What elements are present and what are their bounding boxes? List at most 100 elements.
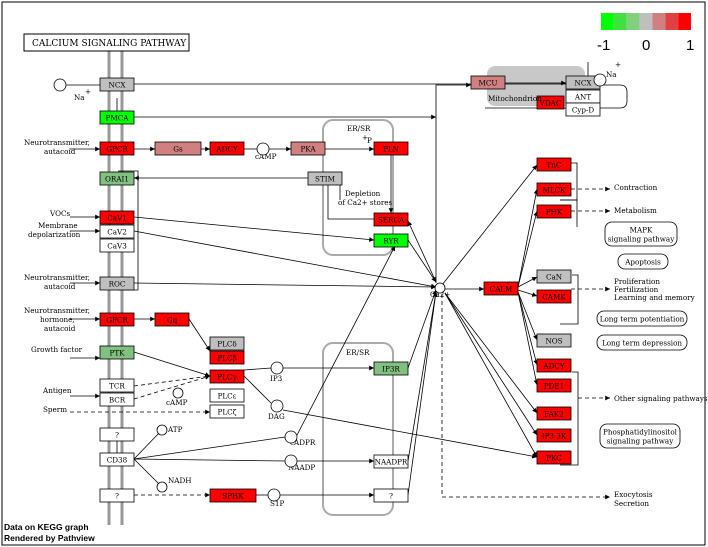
- diagram-label: Learning and memory: [614, 293, 696, 302]
- gene-node-pka[interactable]: PKA: [290, 141, 326, 156]
- gene-node-plcb[interactable]: PLCβ: [209, 350, 245, 365]
- gene-node-pde1[interactable]: PDE1: [536, 378, 572, 393]
- gene-node-cav2[interactable]: CaV2: [99, 224, 135, 239]
- gene-node-cypd[interactable]: Cyp-D: [565, 102, 601, 117]
- gene-node-mlck[interactable]: MLCK: [536, 182, 572, 197]
- diagram-label: Antigen: [42, 386, 72, 395]
- pathway-link-apoptosis[interactable]: Apoptosis: [617, 253, 669, 270]
- gene-node-cd38[interactable]: CD38: [99, 452, 135, 467]
- diagram-label: of Ca2+ stores: [338, 198, 393, 207]
- gene-node-unk-3[interactable]: ?: [373, 488, 409, 503]
- gene-node-plce[interactable]: PLCε: [209, 388, 245, 403]
- gene-node-can[interactable]: CaN: [536, 269, 572, 284]
- compound-camp-1: [256, 142, 270, 156]
- gene-node-box: [565, 102, 601, 117]
- gene-node-stim[interactable]: STIM: [307, 171, 343, 186]
- gene-node-label: PLCβ: [217, 354, 236, 363]
- compound-s1p: [267, 488, 281, 502]
- gene-node-plcg[interactable]: PLCγ: [209, 369, 245, 384]
- gene-node-naadpr[interactable]: NAADPR: [373, 454, 409, 469]
- pathway-link-ltp[interactable]: Long term potentiation: [596, 310, 688, 327]
- gene-node-serca[interactable]: SERCA: [373, 212, 409, 227]
- gene-node-sphk[interactable]: SPHK: [209, 488, 257, 503]
- gene-node-ryr[interactable]: RYR: [373, 233, 409, 248]
- gene-node-box: [536, 378, 572, 393]
- gene-node-pmca[interactable]: PMCA: [99, 110, 135, 125]
- legend-swatch: [678, 13, 691, 30]
- gene-node-box: [99, 171, 135, 186]
- gene-node-mcu[interactable]: MCU: [470, 75, 506, 90]
- gene-node-plcd[interactable]: PLCδ: [209, 336, 245, 351]
- gene-node-box: [536, 182, 572, 197]
- gene-node-label: FAK2: [544, 410, 564, 419]
- compound-circles: [53, 73, 607, 502]
- gene-node-tnc[interactable]: TnC: [536, 157, 572, 172]
- diagram-label: Mitochondrion: [488, 94, 542, 103]
- diagram-label: autacoid: [44, 324, 76, 333]
- gene-node-cav1[interactable]: CaV1: [99, 210, 135, 225]
- legend-min-label: -1: [597, 37, 610, 54]
- gene-node-ip3k[interactable]: IP3 3K: [536, 428, 572, 443]
- gene-node-box: [99, 452, 135, 467]
- gene-node-orai1[interactable]: ORAI1: [99, 171, 135, 186]
- gene-node-ncx-1[interactable]: NCX: [99, 77, 135, 92]
- gene-node-box: [209, 404, 245, 419]
- er-sr-compartment-lower: [322, 342, 394, 516]
- pathway-link-label: Long term potentiation: [600, 315, 685, 324]
- gene-node-nos[interactable]: NOS: [536, 333, 572, 348]
- gene-node-box: [536, 95, 565, 110]
- diagram-label: NADH: [168, 476, 192, 485]
- gene-node-pkc[interactable]: PKC: [536, 450, 572, 465]
- gene-node-adcy-2[interactable]: ADCY: [536, 358, 572, 373]
- compound-camp-2: [172, 387, 184, 399]
- gene-node-label: PMCA: [106, 114, 130, 123]
- gene-node-pln[interactable]: PLN: [373, 141, 409, 156]
- gene-node-label: PLCδ: [217, 340, 236, 349]
- gene-node-unk-1[interactable]: ?: [99, 427, 135, 442]
- gene-node-box: [99, 378, 135, 393]
- gene-node-gq[interactable]: Gq: [154, 312, 190, 327]
- gene-node-box: [373, 488, 409, 503]
- gene-node-ant[interactable]: ANT: [565, 89, 601, 104]
- gene-node-fak2[interactable]: FAK2: [536, 406, 572, 421]
- gene-node-roc[interactable]: ROC: [99, 276, 135, 291]
- pathway-link-ltd[interactable]: Long term depression: [596, 334, 688, 351]
- gene-node-box: [154, 141, 202, 156]
- diagram-labels: Na+Na+Neurotransmitter,autacoidVOCsMembr…: [24, 60, 708, 508]
- gene-node-calm[interactable]: CALM: [483, 281, 519, 296]
- gene-node-label: NCX: [109, 81, 127, 90]
- diagram-label: +: [615, 60, 621, 69]
- gene-node-box: [536, 157, 572, 172]
- gene-node-gpcr-1[interactable]: GPCR: [99, 141, 135, 156]
- gene-node-ptk[interactable]: PTK: [99, 345, 135, 360]
- legend-mid-label: 0: [642, 37, 650, 54]
- gene-node-label: NOS: [545, 337, 562, 346]
- gene-node-label: STIM: [315, 175, 335, 184]
- diagram-label: Other signaling pathways: [614, 394, 708, 403]
- gene-node-box: [536, 428, 572, 443]
- diagram-label: Ca2+: [430, 290, 450, 299]
- gene-node-ip3r[interactable]: IP3R: [373, 361, 409, 376]
- gene-node-phk[interactable]: PHK: [536, 204, 572, 219]
- gene-node-gpcr-2[interactable]: GPCR: [99, 312, 135, 327]
- gene-node-adcy-1[interactable]: ADCY: [209, 141, 245, 156]
- gene-node-label: PLCζ: [217, 408, 236, 417]
- gene-node-vdac[interactable]: VDAC: [536, 95, 565, 110]
- gene-node-cav3[interactable]: CaV3: [99, 238, 135, 253]
- gene-node-plcz[interactable]: PLCζ: [209, 404, 245, 419]
- gene-node-bcr[interactable]: BCR: [99, 392, 135, 407]
- gene-node-box: [99, 276, 135, 291]
- pathway-link-label: MAPK: [630, 226, 653, 235]
- gene-node-unk-2[interactable]: ?: [99, 488, 135, 503]
- gene-node-box: [373, 141, 409, 156]
- gene-node-camk[interactable]: CAMK: [536, 289, 572, 304]
- gene-node-label: PLCγ: [217, 373, 236, 382]
- gene-node-tcr[interactable]: TCR: [99, 378, 135, 393]
- diagram-title: CALCIUM SIGNALING PATHWAY: [23, 33, 190, 52]
- gene-node-gs[interactable]: Gs: [154, 141, 202, 156]
- gene-node-box: [209, 141, 245, 156]
